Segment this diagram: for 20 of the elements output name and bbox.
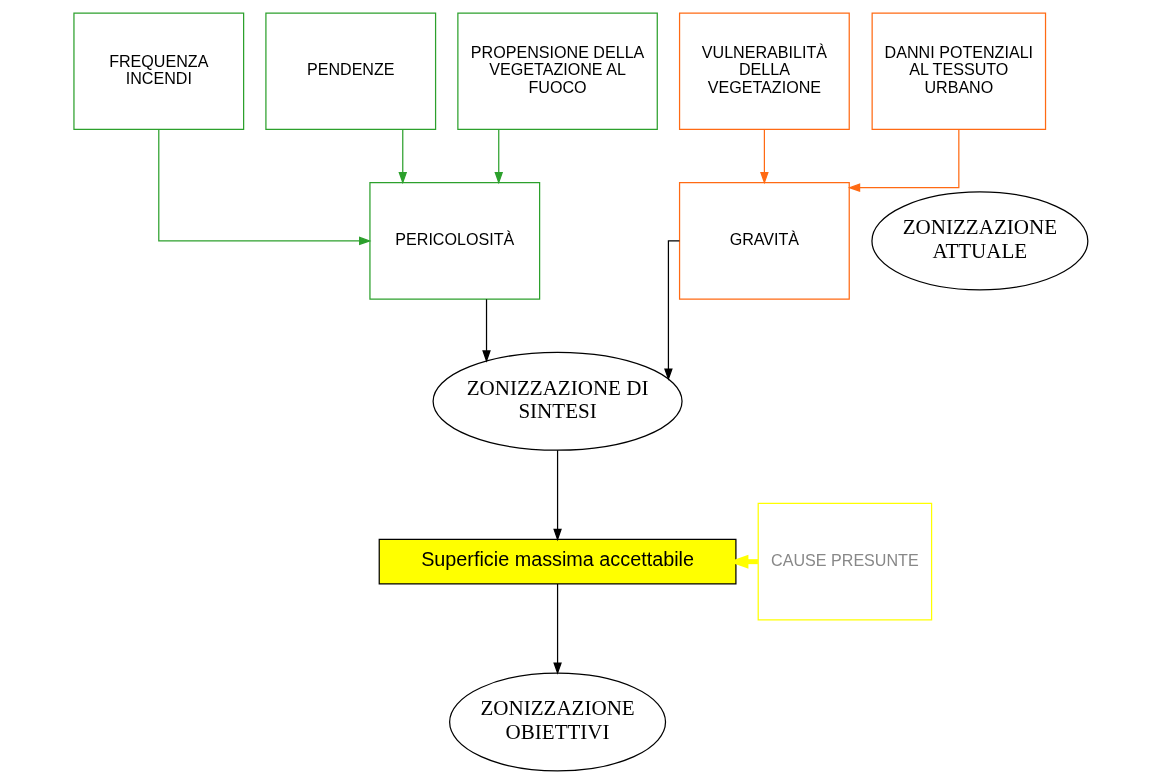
arrow bbox=[663, 240, 680, 381]
node-ellipse: ZONIZZAZIONE ATTUALE bbox=[870, 191, 1088, 291]
node-box: GRAVITÀ bbox=[678, 182, 850, 300]
arrow bbox=[847, 129, 959, 192]
node-box: FREQUENZA INCENDI bbox=[72, 12, 244, 131]
node-box: CAUSE PRESUNTE bbox=[757, 502, 932, 621]
node-box: Superficie massima accettabile bbox=[378, 538, 737, 585]
arrow bbox=[481, 298, 491, 363]
arrow bbox=[552, 449, 562, 542]
arrow bbox=[157, 129, 371, 246]
arrow bbox=[397, 129, 407, 185]
node-box: VULNERABILITÀ DELLA VEGETAZIONE bbox=[678, 12, 850, 131]
arrow bbox=[493, 129, 503, 185]
node-ellipse: ZONIZZAZIONE OBIETTIVI bbox=[448, 672, 666, 772]
arrow bbox=[759, 129, 769, 185]
node-box: PERICOLOSITÀ bbox=[368, 182, 540, 300]
node-box: DANNI POTENZIALI AL TESSUTO URBANO bbox=[871, 12, 1046, 131]
node-box: PROPENSIONE DELLA VEGETAZIONE AL FUOCO bbox=[456, 12, 658, 131]
node-box: PENDENZE bbox=[264, 12, 436, 131]
arrow bbox=[552, 583, 562, 675]
